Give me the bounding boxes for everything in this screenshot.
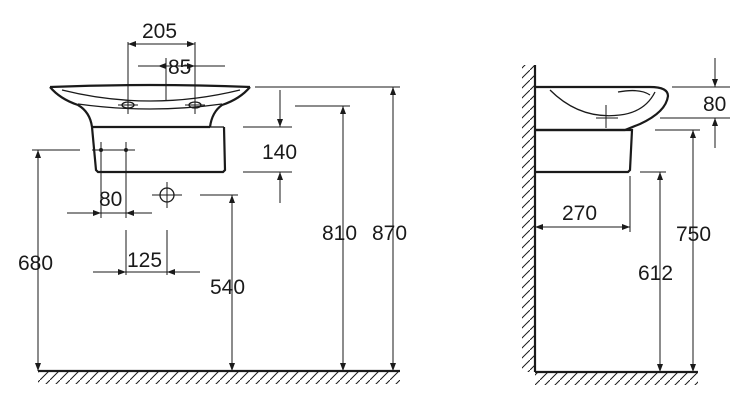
side-dim-270: 270 — [535, 176, 631, 232]
side-dim-750: 750 — [655, 129, 711, 372]
dim-205: 205 — [127, 20, 196, 100]
side-wall — [522, 65, 537, 372]
front-basin — [49, 83, 251, 174]
dim-140: 140 — [243, 90, 297, 203]
side-dim-label-80: 80 — [703, 93, 726, 116]
dim-85: 85 — [138, 56, 225, 100]
dim-label-80: 80 — [99, 188, 122, 211]
dim-label-125: 125 — [127, 249, 162, 272]
dim-540: 540 — [200, 194, 245, 371]
front-floor — [38, 369, 400, 384]
side-dim-label-270: 270 — [562, 202, 597, 225]
dim-label-870: 870 — [372, 222, 407, 245]
dim-80: 80 — [67, 158, 152, 218]
dim-680: 680 — [18, 149, 80, 371]
side-dim-label-612: 612 — [638, 262, 673, 285]
dim-label-205: 205 — [142, 20, 177, 43]
side-basin — [535, 85, 670, 174]
dim-870: 870 — [255, 86, 407, 371]
side-dim-612: 612 — [638, 171, 673, 372]
side-floor — [535, 370, 698, 385]
side-view: 80 270 612 750 — [522, 58, 730, 385]
dim-label-85: 85 — [168, 56, 191, 79]
dim-125: 125 — [93, 230, 200, 275]
front-inlet-marks — [92, 142, 182, 208]
side-dim-80: 80 — [660, 58, 730, 148]
side-dim-label-750: 750 — [676, 223, 711, 246]
dim-label-680: 680 — [18, 252, 53, 275]
front-view: 205 85 140 80 — [18, 20, 407, 384]
dim-label-810: 810 — [322, 222, 357, 245]
dim-810: 810 — [295, 105, 357, 371]
dim-label-140: 140 — [262, 141, 297, 164]
dim-label-540: 540 — [210, 276, 245, 299]
